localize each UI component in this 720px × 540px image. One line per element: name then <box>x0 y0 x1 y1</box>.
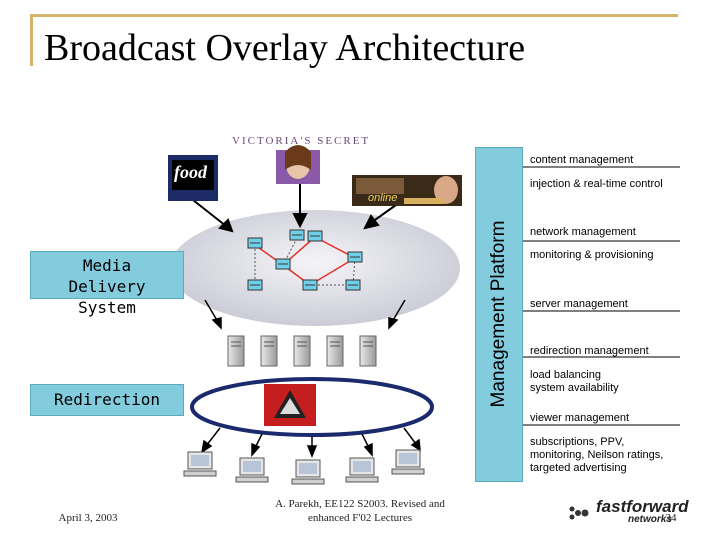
viewer-pc-icon <box>345 457 379 483</box>
media-delivery-system-label: Media Delivery System <box>30 251 184 317</box>
router-node <box>307 230 323 242</box>
page-title: Broadcast Overlay Architecture <box>44 27 526 69</box>
server-icon <box>260 335 278 367</box>
mgmt-content-management: content management <box>530 154 634 166</box>
server-row <box>227 335 377 367</box>
footer-date: April 3, 2003 <box>58 512 118 524</box>
mgmt-redirection-management: redirection management <box>530 345 649 357</box>
viewer-pc-icon <box>291 459 325 485</box>
redirection-text: Redirection <box>54 390 160 409</box>
viewer-pcs <box>183 449 425 485</box>
mgmt-monitoring-provisioning: monitoring & provisioning <box>530 249 654 261</box>
food-network-thumbnail <box>168 155 218 201</box>
router-node <box>275 258 291 270</box>
viewer-arrows <box>200 427 421 459</box>
router-node <box>247 237 263 249</box>
page-number: 34 <box>665 512 677 524</box>
victorias-secret-thumbnail <box>276 145 320 184</box>
mgmt-subscriptions: subscriptions, PPV, monitoring, Neilson … <box>530 436 664 474</box>
mgmt-server-management: server management <box>530 298 628 310</box>
viewer-pc-icon <box>235 457 269 483</box>
fastforward-logo-text: fastforward <box>596 497 689 516</box>
server-arrows <box>204 299 406 330</box>
router-node <box>347 251 363 263</box>
mgmt-load-balancing: load balancing system availability <box>530 369 619 394</box>
redirection-label: Redirection <box>30 384 184 416</box>
victorias-secret-brand: VICTORIA'S SECRET <box>232 135 371 147</box>
viewer-pc-icon <box>391 449 425 475</box>
server-icon <box>293 335 311 367</box>
footer-credit: A. Parekh, EE122 S2003. Revised and enha… <box>275 498 445 524</box>
management-brackets <box>523 166 680 426</box>
mgmt-viewer-management: viewer management <box>530 412 630 424</box>
router-nodes <box>247 229 363 291</box>
food-network-brand: food <box>174 162 207 182</box>
fastforward-logo: fastforward networks <box>566 497 711 527</box>
fastforward-logo-sub: networks <box>628 514 672 525</box>
online-thumbnail <box>352 175 462 206</box>
redirection-ring <box>190 377 434 437</box>
online-brand: online <box>368 192 398 204</box>
management-platform-bar <box>475 147 523 482</box>
server-icon <box>326 335 344 367</box>
media-delivery-cloud <box>170 210 460 326</box>
source-arrows <box>192 183 397 233</box>
router-node <box>302 279 318 291</box>
router-node <box>289 229 305 241</box>
router-node <box>345 279 361 291</box>
server-icon <box>227 335 245 367</box>
router-node <box>247 279 263 291</box>
server-icon <box>359 335 377 367</box>
mgmt-injection-control: injection & real-time control <box>530 178 663 190</box>
media-delivery-system-text: Media Delivery System <box>68 256 146 317</box>
viewer-pc-icon <box>183 451 217 477</box>
title-frame-top <box>30 14 678 17</box>
redirection-emblem <box>264 384 316 426</box>
fastforward-logo-icon <box>569 506 589 520</box>
management-platform-label: Management Platform <box>488 220 509 408</box>
mgmt-network-management: network management <box>530 226 636 238</box>
title-frame-left <box>30 14 33 66</box>
